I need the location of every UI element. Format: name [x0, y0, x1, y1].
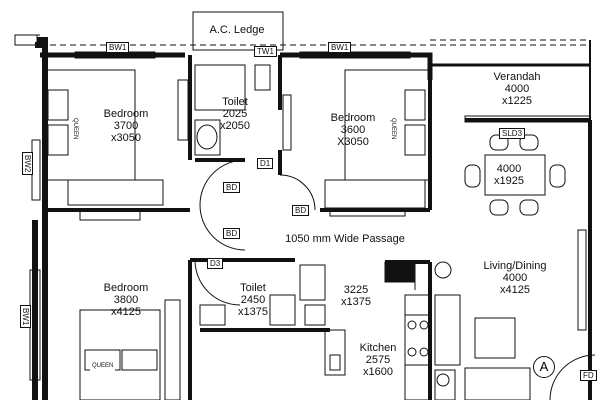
bed-3-queen-label: QUEEN — [90, 362, 116, 371]
door-tag-bd-a: BD — [223, 182, 241, 193]
dining-dims-label: 4000 x1925 — [494, 163, 524, 187]
window-tag-bw1-right: BW1 — [328, 42, 352, 53]
kitchen-length: x1600 — [363, 366, 393, 378]
bedroom-3-length: x4125 — [111, 306, 141, 318]
bed-2 — [324, 69, 431, 217]
door-tag-d3: D3 — [207, 258, 224, 269]
living-width: 4000 — [502, 272, 528, 284]
dining-length: x1925 — [494, 175, 524, 187]
toilet-2-length: x1375 — [238, 306, 268, 318]
living-label: Living/Dining 4000 x4125 — [484, 260, 547, 296]
bedroom-2-length: X3050 — [337, 136, 369, 148]
toilet-1-name: Toilet — [222, 96, 248, 108]
toilet-2-width: 2450 — [240, 294, 266, 306]
kitchen-label: Kitchen 2575 x1600 — [360, 342, 397, 378]
verandah-length: x1225 — [502, 95, 532, 107]
verandah-name: Verandah — [493, 71, 541, 83]
verandah-width: 4000 — [504, 83, 530, 95]
toilet-1-label: Toilet 2025 x2050 — [220, 96, 250, 132]
verandah-label: Verandah 4000 x1225 — [493, 71, 540, 107]
kitchen-counter — [324, 261, 431, 400]
bedroom-3-label: Bedroom 3800 x4125 — [104, 282, 149, 318]
door-tag-d1: D1 — [257, 158, 274, 169]
bed-3 — [79, 299, 181, 400]
kitchen-name: Kitchen — [359, 342, 397, 354]
door-tag-bd-b: BD — [292, 205, 310, 216]
door-tag-bd-c: BD — [223, 228, 241, 239]
bedroom-1-label: Bedroom 3700 x3050 — [104, 108, 149, 144]
utility-label: 3225 x1375 — [341, 284, 371, 308]
kitchen-width: 2575 — [365, 354, 391, 366]
bedroom-1-width: 3700 — [113, 120, 139, 132]
section-marker: A — [533, 356, 555, 378]
utility-width: 3225 — [343, 284, 369, 296]
living-name: Living/Dining — [483, 260, 547, 272]
utility-length: x1375 — [341, 296, 371, 308]
door-tag-fd: FD — [580, 370, 597, 381]
dining-width: 4000 — [496, 163, 522, 175]
bedroom-3-name: Bedroom — [103, 282, 149, 294]
window-tag-bw1-bottom: BW1 — [20, 305, 31, 329]
ac-ledge-label: A.C. Ledge — [209, 24, 265, 36]
windows — [29, 51, 591, 381]
bed-1 — [44, 69, 164, 221]
toilet-2-name: Toilet — [240, 282, 266, 294]
bedroom-2-label: Bedroom 3600 X3050 — [331, 112, 376, 148]
toilet-1-fixtures — [194, 64, 271, 156]
toilet-1-width: 2025 — [222, 108, 248, 120]
door-tag-sld3: SLD3 — [499, 128, 526, 139]
window-tag-bw2: BW2 — [22, 152, 33, 176]
toilet-2-label: Toilet 2450 x1375 — [238, 282, 268, 318]
ledge-outline — [14, 34, 590, 46]
bedroom-3-width: 3800 — [113, 294, 139, 306]
bed-1-queen-label: QUEEN — [70, 116, 79, 142]
bedroom-2-name: Bedroom — [330, 112, 376, 124]
living-length: x4125 — [500, 284, 530, 296]
bedroom-2-width: 3600 — [340, 124, 366, 136]
passage-label: 1050 mm Wide Passage — [285, 233, 405, 245]
bedroom-1-length: x3050 — [111, 132, 141, 144]
living-furniture — [434, 261, 531, 400]
bedroom-1-name: Bedroom — [103, 108, 149, 120]
toilet-1-length: x2050 — [220, 120, 250, 132]
window-tag-bw1-left: BW1 — [106, 42, 130, 53]
door-swings — [194, 159, 596, 400]
toilet-2-fixtures — [199, 264, 326, 326]
window-tag-tw1: TW1 — [254, 46, 277, 57]
bed-2-queen-label: QUEEN — [388, 116, 397, 142]
